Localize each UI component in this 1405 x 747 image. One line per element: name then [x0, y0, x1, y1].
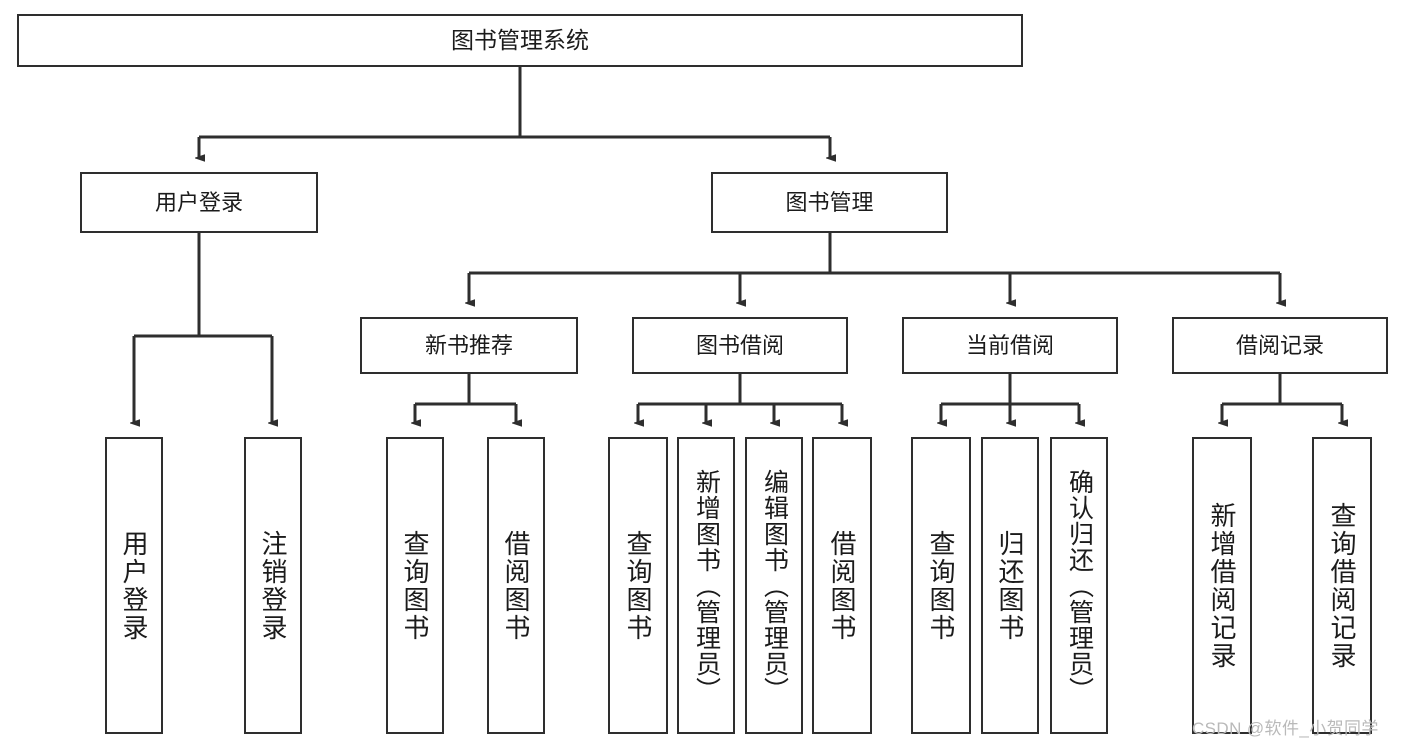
node-leaf-edit-book-admin[interactable]: 编辑图书（管理员）	[745, 437, 803, 734]
node-label-leaf-borrow-book: 借阅图书	[827, 529, 857, 642]
node-book-manage[interactable]: 图书管理	[711, 172, 948, 233]
node-label-current-borrow: 当前借阅	[965, 332, 1054, 358]
node-label-leaf-borrow-book-recommend: 借阅图书	[501, 529, 531, 642]
node-label-borrow-record: 借阅记录	[1235, 332, 1324, 358]
node-leaf-query-book-current[interactable]: 查询图书	[911, 437, 971, 734]
node-label-user-login: 用户登录	[154, 189, 243, 215]
node-leaf-confirm-return-admin[interactable]: 确认归还（管理员）	[1050, 437, 1108, 734]
node-leaf-return-book[interactable]: 归还图书	[981, 437, 1039, 734]
node-label-book-borrow: 图书借阅	[695, 332, 784, 358]
node-user-login[interactable]: 用户登录	[80, 172, 318, 233]
node-label-new-book-recommend: 新书推荐	[424, 332, 513, 358]
node-label-book-manage: 图书管理	[785, 189, 874, 215]
node-label-leaf-user-login: 用户登录	[119, 529, 149, 642]
node-label-leaf-add-book-admin: 新增图书（管理员）	[692, 468, 721, 703]
node-leaf-query-book-borrow[interactable]: 查询图书	[608, 437, 668, 734]
node-label-leaf-query-book-recommend: 查询图书	[400, 529, 430, 642]
node-label-leaf-add-borrow-record: 新增借阅记录	[1207, 501, 1237, 670]
node-current-borrow[interactable]: 当前借阅	[902, 317, 1118, 374]
csdn-watermark: CSDN @软件_小贺同学	[1192, 719, 1379, 738]
node-leaf-borrow-book[interactable]: 借阅图书	[812, 437, 872, 734]
node-leaf-add-borrow-record[interactable]: 新增借阅记录	[1192, 437, 1252, 734]
node-leaf-borrow-book-recommend[interactable]: 借阅图书	[487, 437, 545, 734]
node-label-root: 图书管理系统	[451, 27, 589, 54]
node-label-leaf-edit-book-admin: 编辑图书（管理员）	[760, 468, 789, 703]
node-leaf-query-book-recommend[interactable]: 查询图书	[386, 437, 444, 734]
node-label-leaf-query-borrow-record: 查询借阅记录	[1327, 501, 1357, 670]
node-leaf-add-book-admin[interactable]: 新增图书（管理员）	[677, 437, 735, 734]
node-leaf-user-logout[interactable]: 注销登录	[244, 437, 302, 734]
node-root[interactable]: 图书管理系统	[17, 14, 1023, 67]
node-label-leaf-user-logout: 注销登录	[258, 529, 288, 642]
node-label-leaf-return-book: 归还图书	[995, 529, 1025, 642]
node-label-leaf-confirm-return-admin: 确认归还（管理员）	[1065, 468, 1094, 703]
node-leaf-query-borrow-record[interactable]: 查询借阅记录	[1312, 437, 1372, 734]
node-book-borrow[interactable]: 图书借阅	[632, 317, 848, 374]
node-new-book-recommend[interactable]: 新书推荐	[360, 317, 578, 374]
node-label-leaf-query-book-borrow: 查询图书	[623, 529, 653, 642]
node-leaf-user-login[interactable]: 用户登录	[105, 437, 163, 734]
node-label-leaf-query-book-current: 查询图书	[926, 529, 956, 642]
node-borrow-record[interactable]: 借阅记录	[1172, 317, 1388, 374]
